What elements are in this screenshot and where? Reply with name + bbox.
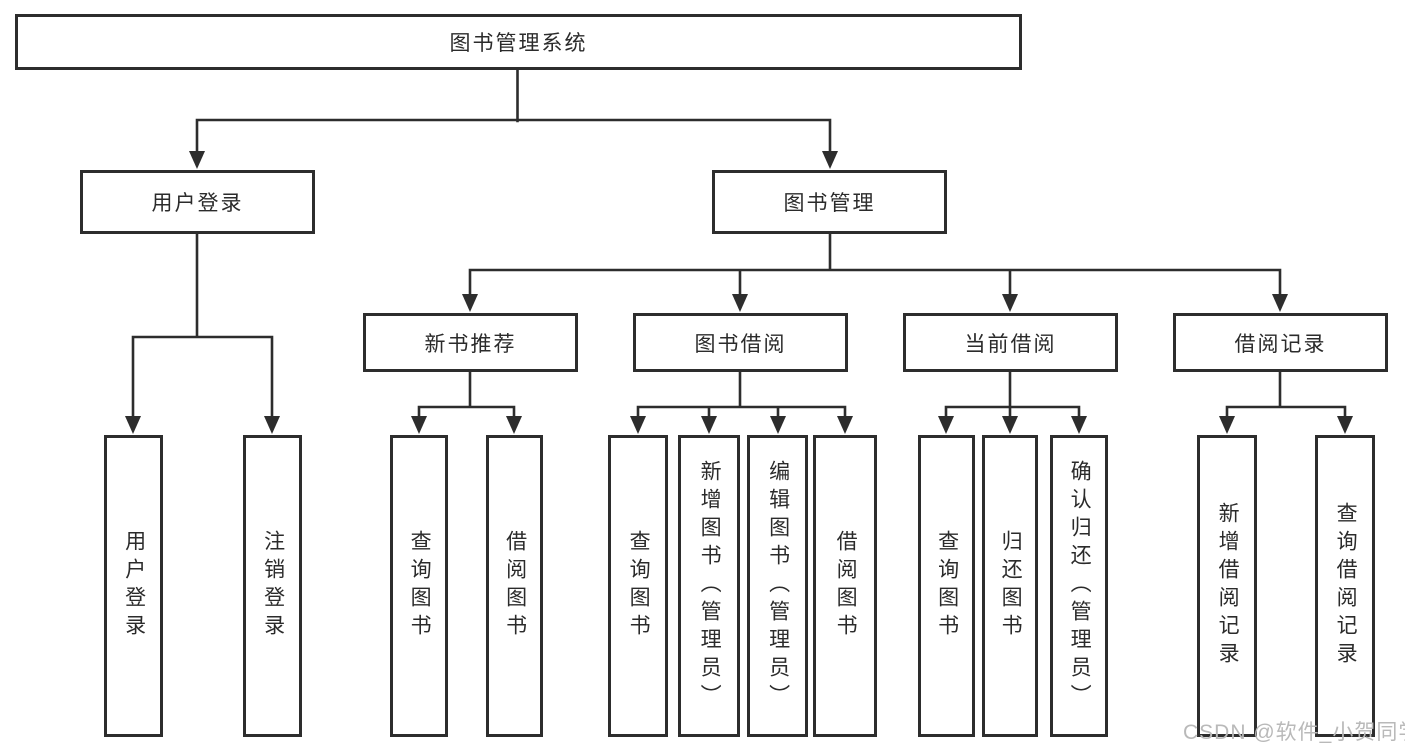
leaf-return-books: 归还图书 [982,435,1038,737]
connector-root-to-level2 [195,68,832,154]
node-label: 当前借阅 [964,332,1057,356]
connector-borrowing-branch [636,370,847,419]
node-new-book-recommendation: 新书推荐 [363,313,578,372]
leaf-query-books-recommendation: 查询图书 [390,435,448,737]
arrowhead-leaf-query-books-bor [630,416,646,434]
leaf-query-borrow-record: 查询借阅记录 [1315,435,1375,737]
leaf-add-books-admin: 新增图书（管理员） [678,435,740,737]
arrowhead-leaf-query-books-rec [411,416,427,434]
leaf-confirm-return-admin: 确认归还（管理员） [1050,435,1108,737]
leaf-borrow-books-borrowing: 借阅图书 [813,435,877,737]
leaf-label: 借阅图书 [503,530,527,642]
arrowhead-leaf-edit-books [770,416,786,434]
node-label: 图书管理系统 [449,32,588,55]
arrowhead-book-management [822,151,838,169]
leaf-query-books-borrowing: 查询图书 [608,435,668,737]
leaf-label: 用户登录 [122,530,146,642]
node-label: 图书管理 [783,192,876,215]
arrowhead-leaf-borrow-books-bor [837,416,853,434]
leaf-label: 查询借阅记录 [1334,502,1358,670]
arrowhead-leaf-add-record [1219,416,1235,434]
node-user-login: 用户登录 [80,170,315,234]
leaf-user-login: 用户登录 [104,435,163,737]
connector-current-branch [944,370,1081,419]
watermark-text: CSDN @软件_小贺同学 [1183,721,1405,744]
leaf-label: 归还图书 [999,530,1023,642]
arrowhead-leaf-user-login [125,416,141,434]
arrowhead-user-login [189,151,205,169]
leaf-label: 注销登录 [261,530,285,642]
node-label: 新书推荐 [424,332,517,356]
leaf-label: 查询图书 [627,530,651,642]
node-borrowing-records: 借阅记录 [1173,313,1388,372]
arrowhead-leaf-add-books [701,416,717,434]
leaf-label: 新增借阅记录 [1216,502,1240,670]
leaf-label: 查询图书 [935,530,959,642]
arrowhead-leaf-return-books [1002,416,1018,434]
leaf-logout-login: 注销登录 [243,435,302,737]
leaf-add-borrow-record: 新增借阅记录 [1197,435,1257,737]
node-book-management-system: 图书管理系统 [15,14,1022,70]
arrowhead-leaf-borrow-books-rec [506,416,522,434]
node-current-borrowing: 当前借阅 [903,313,1118,372]
arrowhead-leaf-query-record [1337,416,1353,434]
leaf-label: 确认归还（管理员） [1068,460,1092,712]
connector-records-branch [1225,370,1347,419]
arrowhead-new-book-recommendation [462,294,478,312]
connector-book-management-branch [468,232,1282,297]
arrowhead-leaf-logout [264,416,280,434]
node-book-borrowing: 图书借阅 [633,313,848,372]
node-label: 用户登录 [151,192,244,215]
leaf-borrow-books-recommendation: 借阅图书 [486,435,543,737]
arrowhead-book-borrowing [732,294,748,312]
leaf-label: 查询图书 [408,530,432,642]
leaf-edit-books-admin: 编辑图书（管理员） [747,435,808,737]
arrowhead-borrowing-records [1272,294,1288,312]
arrowhead-leaf-confirm-return [1071,416,1087,434]
connector-user-login-branch [131,232,274,419]
leaf-query-books-current: 查询图书 [918,435,975,737]
leaf-label: 借阅图书 [834,530,858,642]
leaf-label: 新增图书（管理员） [698,460,722,712]
node-label: 借阅记录 [1234,332,1327,356]
node-label: 图书借阅 [694,332,787,356]
arrowhead-leaf-query-books-cur [938,416,954,434]
node-book-management: 图书管理 [712,170,947,234]
arrowhead-current-borrowing [1002,294,1018,312]
leaf-label: 编辑图书（管理员） [766,460,790,712]
connector-recommendation-branch [417,370,516,419]
